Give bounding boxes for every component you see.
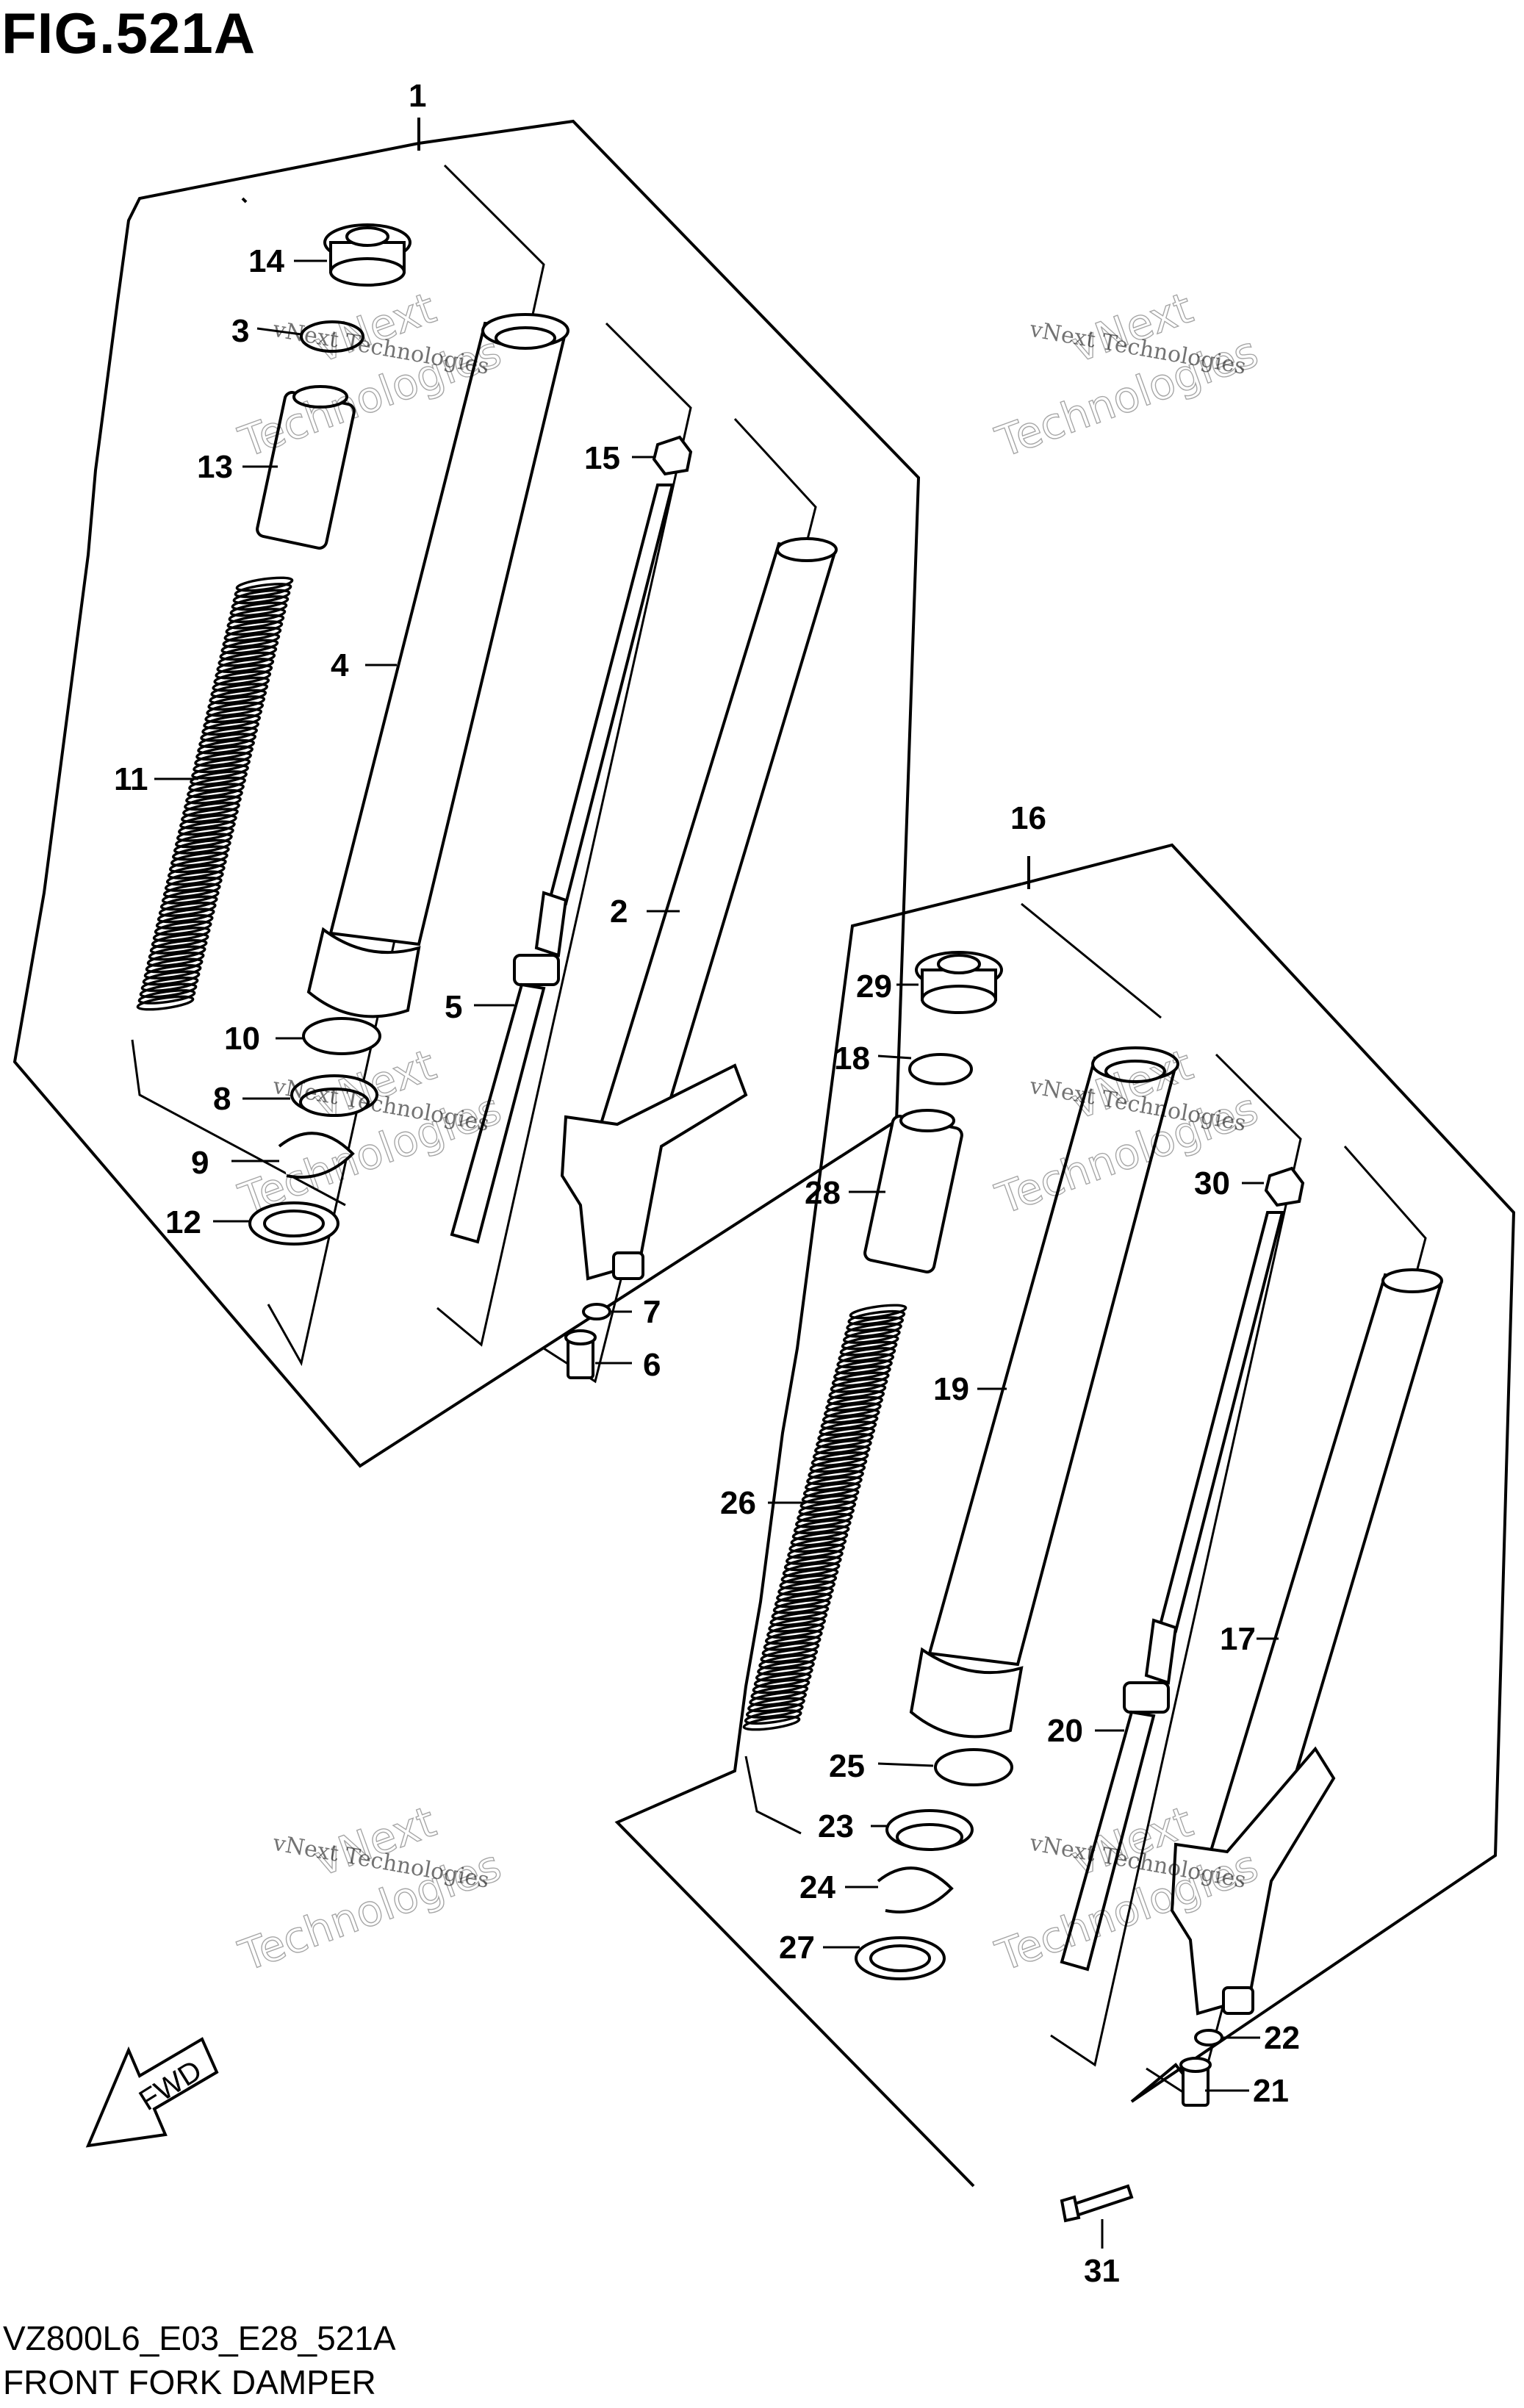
part-28-spacer [863, 1109, 963, 1273]
forward-arrow: FWD [85, 2037, 219, 2148]
part-8-bushing [290, 1074, 378, 1117]
leader-lines [154, 259, 1279, 2249]
part-9-stopper-ring [278, 1132, 355, 1179]
part-19-inner-tube [909, 1046, 1179, 1739]
part-15-lock-nut [652, 435, 693, 476]
callout-6: 6 [643, 1347, 661, 1383]
part-24-stopper-ring [877, 1866, 954, 1913]
part-21-bolt [1179, 2057, 1212, 2107]
part-3-o-ring [300, 320, 364, 353]
part-10-ring [302, 1017, 381, 1055]
part-5-damper-rod [450, 484, 675, 1244]
figure-title: FIG.521A [1, 1, 256, 65]
callout-5: 5 [445, 989, 462, 1025]
part-11-fork-spring [136, 576, 294, 1011]
part-31-bolt [1060, 2184, 1134, 2223]
callout-9: 9 [191, 1145, 209, 1181]
part-29-cap-bolt [915, 951, 1003, 1014]
part-17-outer-tube [1170, 1268, 1443, 2016]
callout-16: 16 [1010, 800, 1046, 836]
callout-24: 24 [799, 1869, 835, 1905]
callout-25: 25 [829, 1748, 865, 1784]
part-30-lock-nut [1264, 1166, 1305, 1207]
callout-8: 8 [213, 1081, 231, 1117]
watermark-5: vNext Technologies vNext Technologies [232, 1796, 508, 1982]
callout-1: 1 [409, 78, 426, 114]
callout-20: 20 [1047, 1713, 1083, 1749]
callout-21: 21 [1253, 2073, 1289, 2109]
part-2-outer-tube [560, 537, 838, 1281]
callout-13: 13 [197, 449, 233, 485]
callout-30: 30 [1194, 1165, 1230, 1201]
callout-27: 27 [779, 1930, 815, 1966]
callout-18: 18 [834, 1041, 870, 1077]
part-20-damper-rod [1060, 1211, 1284, 1972]
callout-22: 22 [1264, 2020, 1300, 2056]
callout-15: 15 [584, 440, 620, 476]
watermark-2: vNext Technologies vNext Technologies [989, 282, 1265, 468]
part-12-oil-seal [248, 1201, 339, 1246]
model-code: VZ800L6_E03_E28_521A [3, 2319, 396, 2357]
part-13-spacer [256, 385, 356, 550]
part-18-o-ring [908, 1053, 973, 1085]
part-4-inner-tube [306, 313, 569, 1018]
figure-name: FRONT FORK DAMPER [3, 2363, 376, 2401]
callout-26: 26 [720, 1485, 756, 1521]
callout-labels: 1 14 3 13 4 11 15 2 5 10 8 9 12 7 6 16 2… [114, 78, 1300, 2289]
callout-7: 7 [643, 1294, 661, 1330]
callout-17: 17 [1220, 1621, 1256, 1657]
part-7-gasket [582, 1303, 611, 1320]
callout-10: 10 [224, 1021, 260, 1057]
part-25-ring [934, 1748, 1013, 1786]
callout-4: 4 [331, 647, 349, 683]
callout-11: 11 [114, 761, 148, 797]
callout-31: 31 [1084, 2253, 1120, 2289]
callout-19: 19 [933, 1371, 969, 1407]
callout-3: 3 [231, 313, 249, 349]
assembly-16-outline [614, 843, 1516, 2188]
part-22-gasket [1194, 2029, 1223, 2046]
callout-12: 12 [165, 1204, 201, 1240]
callout-14: 14 [248, 243, 284, 279]
assembly-1-outline [12, 119, 921, 1468]
callout-23: 23 [818, 1808, 854, 1844]
part-6-bolt [564, 1329, 597, 1379]
part-27-seal [855, 1936, 946, 1980]
callout-29: 29 [856, 968, 892, 1004]
callout-2: 2 [610, 894, 628, 930]
part-23-oil-seal [885, 1809, 974, 1851]
part-14-cap-bolt [323, 223, 411, 287]
part-26-fork-spring [742, 1304, 907, 1731]
callout-28: 28 [805, 1175, 841, 1211]
